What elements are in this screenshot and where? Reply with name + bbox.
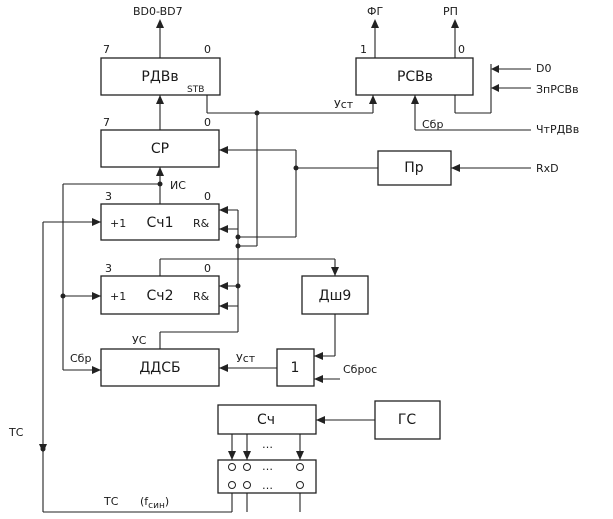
pin-sch2-r: R& [193, 290, 210, 303]
block-pr-label: Пр [404, 160, 424, 176]
block-gs: ГС [374, 400, 441, 440]
label-bd-bus: BD0-BD7 [133, 5, 183, 18]
pin-rsvv-1: 1 [360, 43, 367, 56]
block-or: 1 [276, 348, 315, 387]
block-ddsb-label: ДДСБ [139, 360, 180, 376]
ellipsis-top: … [262, 438, 273, 451]
ellipsis-bot: … [262, 479, 273, 492]
pin-sr-0: 0 [204, 116, 211, 129]
pin-sch1-0: 0 [204, 190, 211, 203]
pin-sch1-3: 3 [105, 190, 112, 203]
junction-dots [40, 110, 299, 452]
block-rsvv-label: РСВв [397, 69, 433, 85]
label-d0: D0 [536, 62, 551, 75]
label-rxd: RxD [536, 162, 559, 175]
block-or-label: 1 [291, 360, 300, 376]
pin-sch1-r: R& [193, 217, 210, 230]
label-chtrdvv: ЧтРДВв [536, 123, 579, 136]
pin-sch2-0: 0 [204, 262, 211, 275]
block-sch: Сч [217, 404, 317, 435]
block-gs-label: ГС [398, 412, 417, 428]
pin-sr-is: ИС [170, 179, 186, 192]
pin-rsvv-ust: Уст [334, 98, 354, 111]
pin-rsvv-0: 0 [458, 43, 465, 56]
block-ddsb: ДДСБ [100, 348, 220, 387]
pin-rdvv-7: 7 [103, 43, 110, 56]
label-zprsvv: ЗпРСВв [536, 83, 579, 96]
block-rdvv: РДВв [100, 57, 221, 96]
block-dsh9-label: Дш9 [319, 288, 352, 304]
pin-sch1-plus: +1 [110, 217, 126, 230]
label-sbros: Сброс [343, 363, 377, 376]
label-fsin: (fсин) [140, 495, 169, 511]
block-sch2-label: Сч2 [147, 288, 174, 304]
pin-rsvv-sbr: Сбр [422, 118, 443, 131]
label-tc-left: ТС [8, 426, 24, 439]
pin-labels: 7 0 STB 1 0 Уст Сбр 7 0 ИС 3 0 +1 R& 3 0… [70, 43, 465, 365]
block-sch1-label: Сч1 [147, 215, 174, 231]
pin-rdvv-stb: STB [187, 85, 204, 95]
label-fg: ФГ [367, 5, 383, 18]
arrowheads [39, 19, 499, 460]
pin-sr-7: 7 [103, 116, 110, 129]
pin-ddsb-sbr: Сбр [70, 352, 91, 365]
wires [42, 26, 531, 513]
block-pr: Пр [377, 150, 452, 186]
block-sr: СР [100, 129, 220, 168]
label-rp: РП [443, 5, 458, 18]
signal-labels: BD0-BD7 ФГ РП D0 ЗпРСВв ЧтРДВв RxD Сброс… [8, 5, 579, 511]
switch-contacts: … … … [228, 438, 304, 492]
label-tc-bottom: ТС [103, 495, 119, 508]
ellipsis-mid: … [262, 460, 273, 473]
pin-sch2-plus: +1 [110, 290, 126, 303]
pin-ddsb-us: УС [132, 334, 147, 347]
block-sch-label: Сч [257, 412, 275, 428]
block-rdvv-label: РДВв [141, 69, 178, 85]
block-sr-label: СР [151, 141, 169, 157]
pin-rdvv-0: 0 [204, 43, 211, 56]
pin-ddsb-ust: Уст [236, 352, 256, 365]
pin-sch2-3: 3 [105, 262, 112, 275]
block-dsh9: Дш9 [301, 275, 369, 315]
block-rsvv: РСВв [355, 57, 474, 96]
